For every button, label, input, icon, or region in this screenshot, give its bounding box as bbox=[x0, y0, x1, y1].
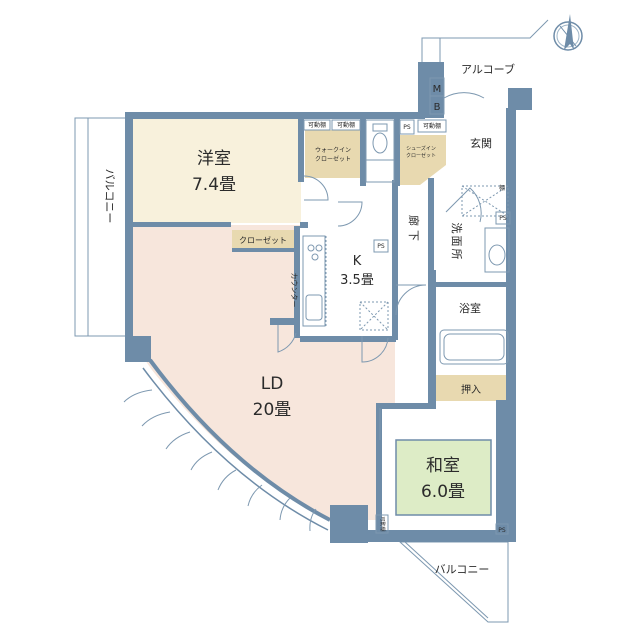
western-room-size: 7.4畳 bbox=[192, 175, 236, 195]
movable-shelf-label-3: 可動棚 bbox=[423, 122, 441, 130]
counter-label: カウンター bbox=[290, 273, 299, 308]
walkin-closet-floor bbox=[305, 130, 361, 178]
ps-label-1: PS bbox=[403, 124, 411, 131]
japanese-room-size: 6.0畳 bbox=[421, 482, 465, 502]
western-room-floor bbox=[131, 118, 301, 223]
walls bbox=[125, 62, 532, 543]
ld-size: 20畳 bbox=[253, 400, 292, 420]
movable-shelf-label-4: 可動棚 bbox=[379, 516, 386, 531]
bathroom-floor bbox=[436, 285, 512, 367]
corridor-label: 廊下 bbox=[407, 215, 421, 245]
mb-label-m: M bbox=[433, 84, 442, 95]
entrance-label: 玄関 bbox=[470, 136, 492, 150]
balcony-left bbox=[74, 117, 128, 337]
curved-window-wall bbox=[123, 358, 331, 532]
walkin-label-2: クローゼット bbox=[315, 155, 351, 163]
bathroom-label: 浴室 bbox=[459, 301, 481, 315]
tatami-floor bbox=[395, 439, 492, 516]
western-room-name: 洋室 bbox=[197, 149, 231, 169]
shelf-label: 棚 bbox=[499, 184, 505, 192]
oshiire-label: 押入 bbox=[461, 383, 481, 396]
washroom-label: 洗面所 bbox=[450, 223, 463, 262]
ld-floor bbox=[131, 225, 395, 520]
washroom-floor bbox=[432, 182, 514, 272]
kitchen-size: 3.5畳 bbox=[340, 273, 374, 288]
balcony-bottom bbox=[398, 541, 509, 623]
mb-label-b: B bbox=[434, 102, 441, 113]
closet-floor bbox=[232, 230, 294, 248]
north-arrow-icon bbox=[553, 14, 583, 51]
ps-label-2: PS bbox=[377, 243, 385, 250]
ld-name: LD bbox=[261, 374, 284, 394]
movable-shelf-label-1: 可動棚 bbox=[308, 121, 326, 129]
movable-shelf-label-2: 可動棚 bbox=[337, 121, 355, 129]
ps-label-3: PS bbox=[499, 215, 507, 222]
kitchen-fixtures bbox=[302, 235, 389, 331]
ps-label-4: PS bbox=[498, 527, 506, 534]
japanese-room-name: 和室 bbox=[426, 456, 460, 476]
alcove-label: アルコーブ bbox=[461, 62, 515, 76]
shoe-closet-label-2: クローゼット bbox=[406, 152, 436, 159]
shoe-closet-label-1: シューズイン bbox=[406, 145, 436, 152]
entrance-floor bbox=[446, 118, 506, 183]
kitchen-name: K bbox=[353, 254, 362, 269]
closet-label: クローゼット bbox=[239, 235, 287, 245]
balcony-bottom-label: バルコニー bbox=[435, 563, 490, 576]
bath-fixtures bbox=[439, 185, 510, 365]
shoe-closet-floor bbox=[400, 135, 446, 185]
toilet-fixture bbox=[365, 119, 395, 183]
walkin-label-1: ウォークイン bbox=[315, 146, 351, 154]
balcony-left-label: バルコニー bbox=[103, 169, 116, 224]
door-swings bbox=[277, 92, 485, 440]
oshiire-floor bbox=[433, 375, 509, 401]
shelf-outlines bbox=[303, 77, 511, 535]
